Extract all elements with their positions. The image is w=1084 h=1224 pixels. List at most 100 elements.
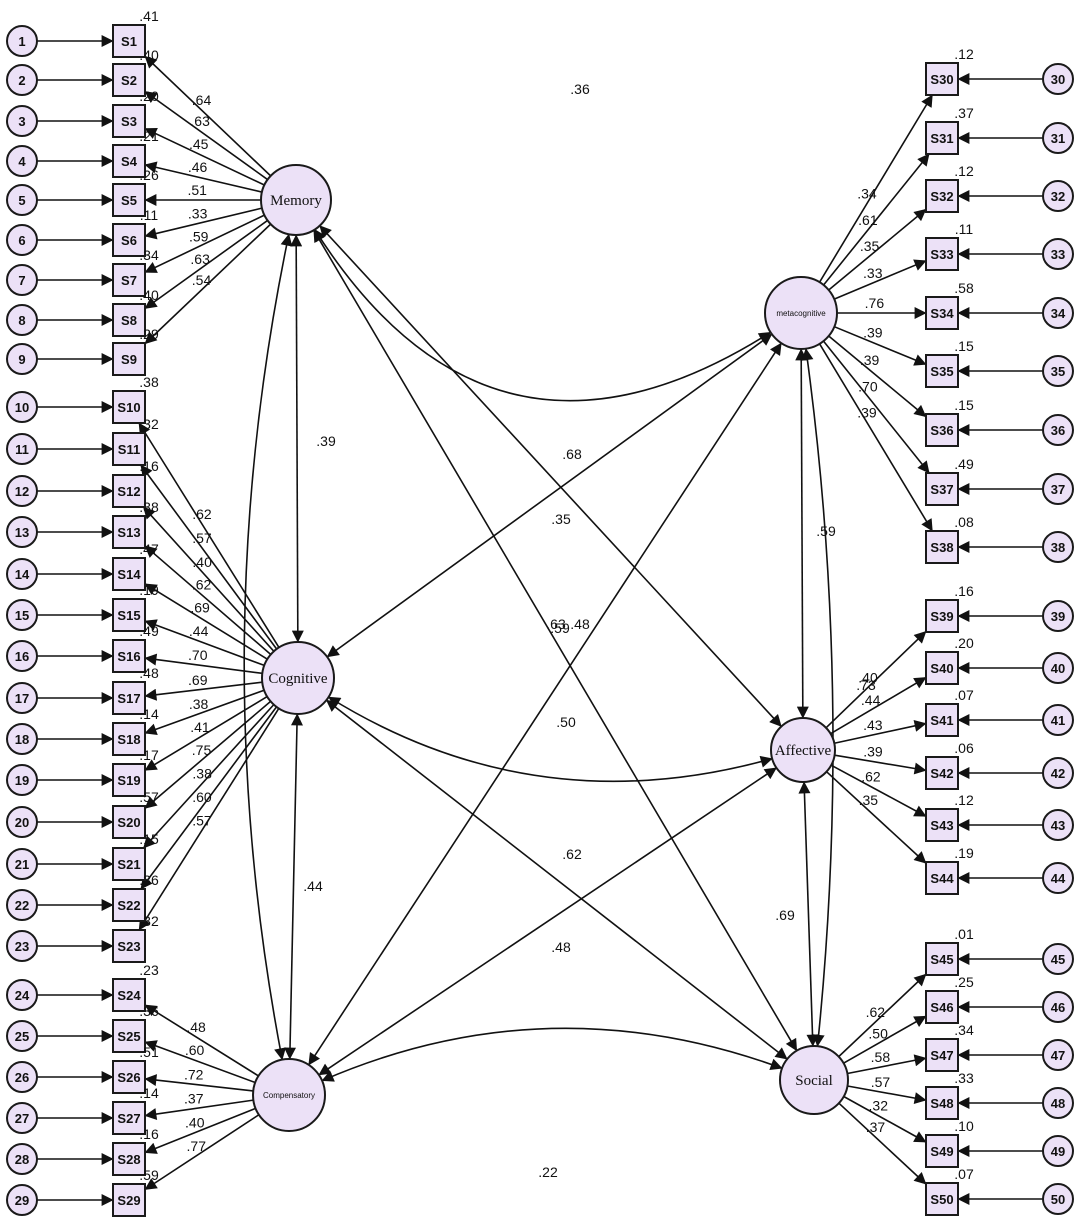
loading-arrow-S15: [144, 619, 265, 667]
r2-label-S44: .19: [954, 845, 974, 861]
error-term-11: [6, 433, 38, 465]
loading-label-S34: .76: [865, 295, 885, 311]
item-box-S10: [112, 390, 146, 424]
loading-label-S37: .70: [858, 378, 878, 394]
error-term-44: [1042, 862, 1074, 894]
item-box-S38: [925, 530, 959, 564]
error-label-14: 14: [15, 567, 30, 582]
r2-label-S7: .34: [139, 247, 159, 263]
loading-arrow-S49: [843, 1095, 927, 1143]
loading-label-S7: .59: [189, 229, 209, 245]
error-label-31: 31: [1051, 131, 1065, 146]
loading-label-S44: .35: [859, 792, 879, 808]
loading-arrow-S22: [140, 706, 278, 890]
r2-label-S17: .48: [139, 665, 159, 681]
error-term-20: [6, 806, 38, 838]
error-term-27: [6, 1102, 38, 1134]
loading-arrow-S23: [138, 708, 280, 931]
r2-label-S24: .23: [139, 962, 159, 978]
item-box-S9: [112, 342, 146, 376]
item-label-S27: S27: [117, 1111, 140, 1126]
item-label-S24: S24: [117, 988, 141, 1003]
loading-arrow-S2: [144, 90, 269, 181]
item-box-S47: [925, 1038, 959, 1072]
loading-arrow-S13: [144, 545, 272, 656]
r2-label-S22: .36: [139, 872, 159, 888]
error-term-18: [6, 723, 38, 755]
loading-arrow-S42: [834, 754, 927, 775]
loading-arrow-S39: [825, 630, 927, 729]
error-term-8: [6, 304, 38, 336]
loading-label-S30: .34: [857, 186, 877, 202]
error-label-5: 5: [18, 193, 25, 208]
covariance-arrow-memory-metacognitive: [314, 229, 772, 402]
error-term-33: [1042, 238, 1074, 270]
item-label-S39: S39: [930, 609, 953, 624]
item-label-S8: S8: [121, 313, 137, 328]
loading-label-S14: .69: [190, 600, 210, 616]
item-label-S50: S50: [930, 1192, 953, 1207]
item-label-S45: S45: [930, 952, 953, 967]
loading-arrow-S50: [838, 1102, 927, 1185]
r2-label-S15: .19: [139, 582, 159, 598]
loading-arrow-S27: [144, 1099, 254, 1121]
loading-label-S41: .43: [863, 717, 883, 733]
error-label-38: 38: [1051, 540, 1065, 555]
loading-label-S50: .37: [866, 1119, 886, 1135]
error-label-4: 4: [18, 154, 26, 169]
item-box-S29: [112, 1183, 146, 1217]
item-label-S42: S42: [930, 766, 953, 781]
item-label-S5: S5: [121, 193, 137, 208]
error-label-37: 37: [1051, 482, 1065, 497]
item-label-S23: S23: [117, 939, 140, 954]
loading-label-S10: .62: [192, 506, 212, 522]
loading-arrow-S28: [144, 1107, 256, 1154]
item-box-S22: [112, 888, 146, 922]
error-label-9: 9: [18, 352, 25, 367]
item-box-S7: [112, 263, 146, 297]
covariance-label-memory-cognitive: .39: [316, 433, 336, 449]
error-term-4: [6, 145, 38, 177]
error-term-34: [1042, 297, 1074, 329]
item-label-S29: S29: [117, 1193, 140, 1208]
covariance-label-memory-social: .48: [570, 616, 590, 632]
error-term-45: [1042, 943, 1074, 975]
r2-label-S35: .15: [954, 338, 974, 354]
item-label-S18: S18: [117, 732, 140, 747]
loading-arrow-S24: [144, 1004, 259, 1077]
item-label-S49: S49: [930, 1144, 953, 1159]
error-label-30: 30: [1051, 72, 1065, 87]
loading-arrow-S43: [830, 764, 927, 818]
error-term-12: [6, 475, 38, 507]
item-box-S24: [112, 978, 146, 1012]
error-label-39: 39: [1051, 609, 1065, 624]
item-label-S1: S1: [121, 34, 137, 49]
loading-arrow-S33: [833, 259, 927, 300]
loading-arrow-S20: [144, 700, 272, 809]
error-label-1: 1: [18, 34, 25, 49]
item-box-S11: [112, 432, 146, 466]
item-box-S39: [925, 599, 959, 633]
item-box-S27: [112, 1101, 146, 1135]
item-label-S16: S16: [117, 649, 140, 664]
item-box-S34: [925, 296, 959, 330]
loading-label-S39: .40: [858, 669, 878, 685]
r2-label-S5: .26: [139, 167, 159, 183]
item-box-S26: [112, 1060, 146, 1094]
error-label-7: 7: [18, 273, 25, 288]
loading-arrow-S10: [138, 422, 280, 648]
loading-label-S9: .54: [192, 272, 212, 288]
item-label-S48: S48: [930, 1096, 953, 1111]
error-label-17: 17: [15, 691, 29, 706]
loading-label-S43: .62: [861, 769, 881, 785]
item-label-S6: S6: [121, 233, 137, 248]
error-label-32: 32: [1051, 189, 1065, 204]
item-box-S48: [925, 1086, 959, 1120]
error-label-15: 15: [15, 608, 29, 623]
loading-arrow-S32: [828, 208, 927, 291]
error-term-29: [6, 1184, 38, 1216]
loading-arrow-S7: [144, 214, 265, 274]
loading-arrow-S44: [825, 771, 927, 864]
r2-label-S29: .59: [139, 1167, 159, 1183]
error-term-7: [6, 264, 38, 296]
